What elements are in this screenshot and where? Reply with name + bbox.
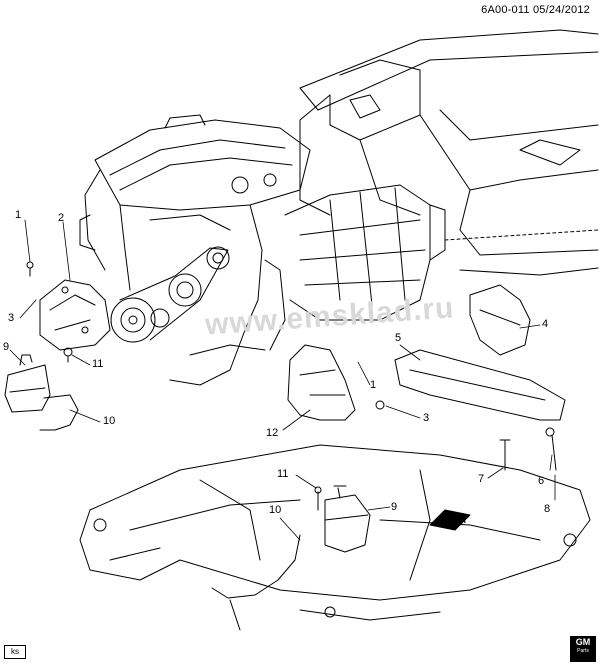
callout-9: 9 [3,341,10,353]
callout-8: 8 [544,503,551,515]
engine-mount-left [4,347,79,431]
callout-11: 11 [92,358,104,370]
callout-5: 5 [395,332,402,344]
gm-logo-text: GM [575,637,591,647]
gm-logo-sub: Parts [577,648,589,654]
callout-6: 6 [538,475,545,487]
engine-assembly [79,114,311,386]
engine-mount-bracket-left [26,261,111,351]
transmission-assembly [284,184,446,321]
callout-4: 4 [542,318,549,330]
diagram-header: 6A00-011 05/24/2012 [481,4,590,16]
callout-7: 7 [478,473,485,485]
callout-3: 3 [8,312,15,324]
callout-10-lower: 10 [269,504,282,516]
callout-1-right: 1 [370,379,377,391]
diagram-code: 6A00-011 [481,4,530,16]
engine-mount-lower [211,485,371,599]
transmission-crossmember [394,284,566,471]
callout-9-lower: 9 [391,501,398,513]
callout-11-lower: 11 [277,468,289,480]
diagram-date: 05/24/2012 [532,4,590,16]
body-floor-structure [299,29,599,276]
callout-1: 1 [15,209,22,221]
callout-leaders [9,219,556,541]
callout-10: 10 [103,415,116,427]
callout-12: 12 [266,427,279,439]
ks-badge: ks [4,645,26,659]
gm-logo: GM Parts [570,636,596,662]
engine-mount-bracket-right [287,344,385,421]
callout-3-right: 3 [423,412,430,424]
front-arrow-icon [429,509,471,531]
callout-2: 2 [58,212,65,224]
front-subframe [79,444,591,631]
